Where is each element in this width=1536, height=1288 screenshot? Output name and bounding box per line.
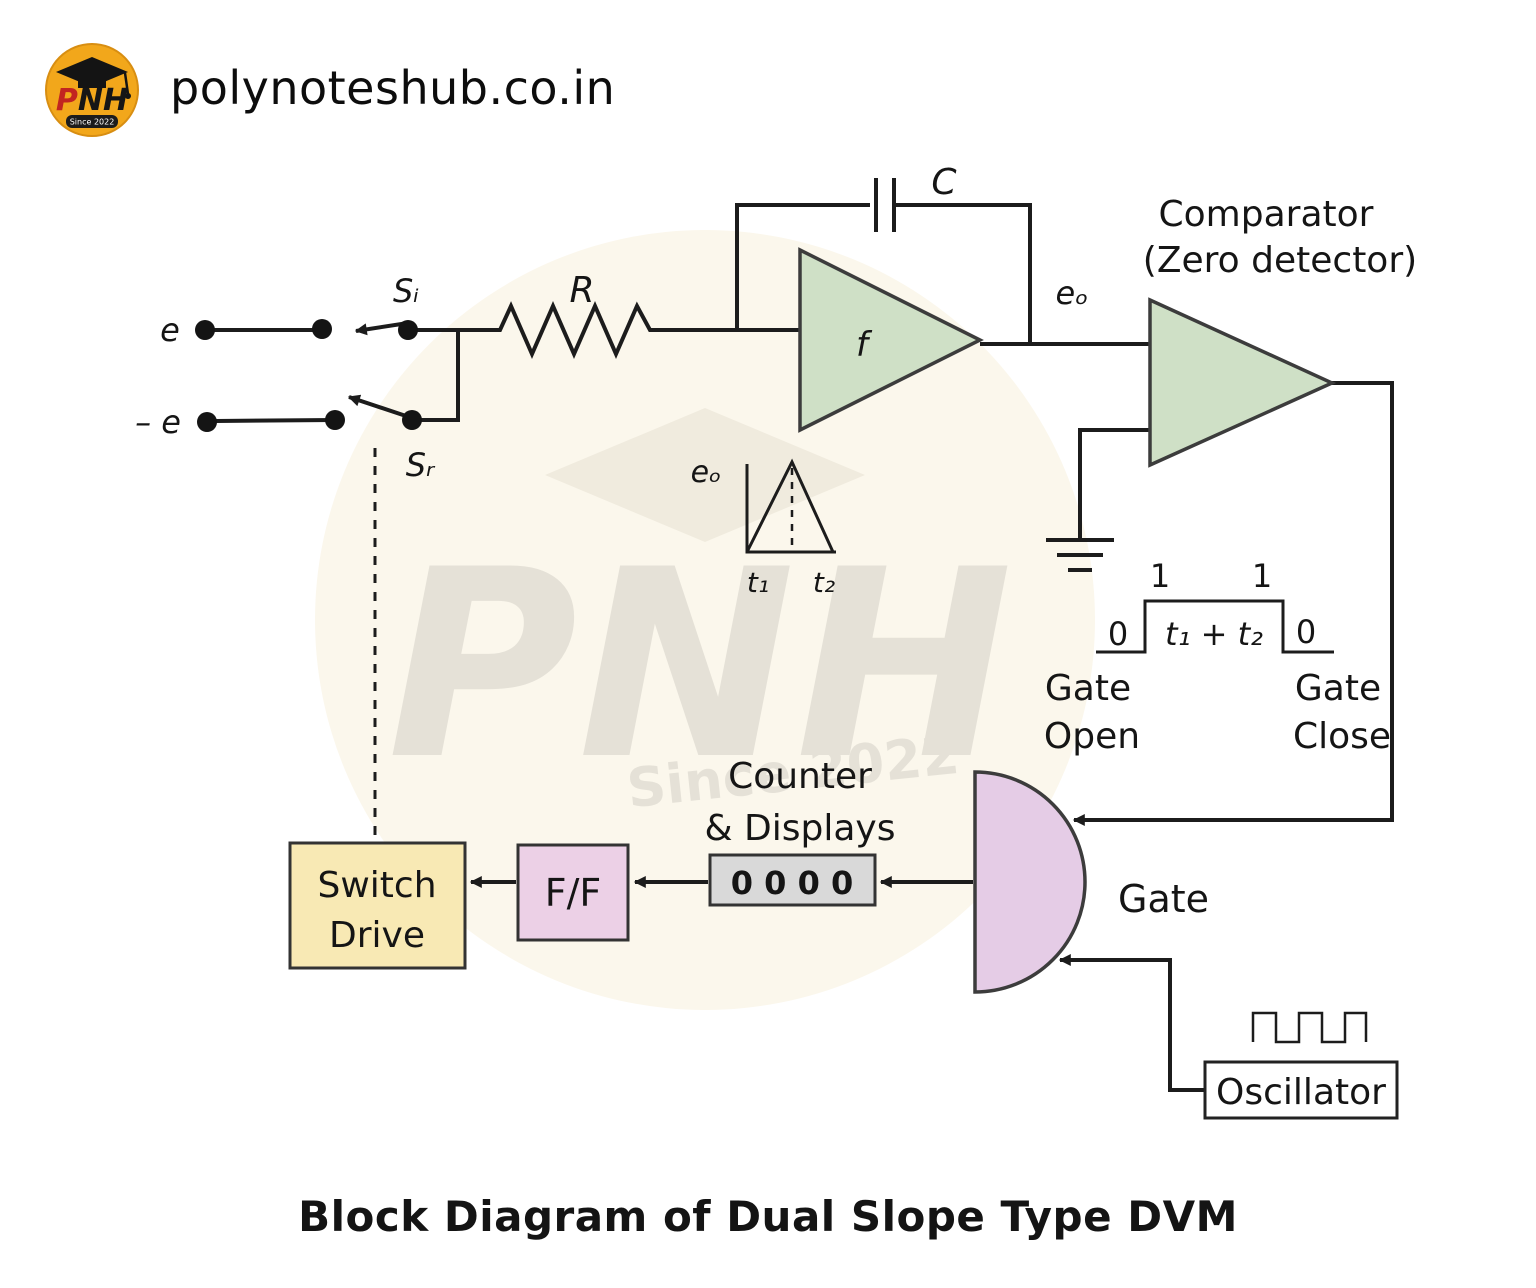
label-oscillator: Oscillator: [1216, 1072, 1386, 1113]
comparator-triangle: [1148, 297, 1337, 468]
switch-drive-box: [288, 841, 467, 970]
label-gate: Gate: [1118, 877, 1209, 921]
wire-sr-junction: [412, 330, 460, 422]
dot-e-mid: [312, 319, 332, 339]
dot-neg-e-terminal: [197, 412, 217, 432]
wire-input-neg-e: [215, 418, 336, 423]
label-one-right: 1: [1252, 557, 1272, 595]
terminal-dots: [195, 319, 422, 432]
label-comparator: Comparator: [1159, 194, 1374, 235]
switch-sr-blade: [347, 394, 413, 420]
logo-letter-p: P: [56, 83, 78, 118]
diagram-caption: Block Diagram of Dual Slope Type DVM: [298, 1192, 1238, 1241]
wire-comparator-to-gate: [1072, 381, 1394, 826]
cap-tassel: [123, 72, 130, 95]
label-switch-drive-1: Switch: [317, 865, 436, 906]
switch-si-blade: [354, 321, 409, 336]
label-switch-drive-2: Drive: [329, 915, 425, 956]
gate-pulse-waveform: [1096, 599, 1334, 654]
label-gate-close-1: Gate: [1295, 668, 1381, 709]
dot-sr-contact: [402, 410, 422, 430]
dot-neg-e-mid: [325, 410, 345, 430]
logo-banner: [66, 115, 118, 128]
logo-letters-nh: NH: [78, 83, 128, 118]
flipflop-box: [516, 843, 630, 942]
ramp-graph: [745, 458, 836, 554]
label-counter: Counter: [728, 756, 872, 797]
graduation-cap-base: [78, 78, 106, 88]
label-displays: & Displays: [705, 808, 896, 849]
label-input-e: e: [160, 311, 180, 349]
label-eo-output: eₒ: [1056, 274, 1089, 312]
watermark-text: PNH: [387, 515, 1013, 817]
graduation-cap-icon: [56, 57, 128, 87]
pnh-logo: PNH Since 2022: [45, 43, 139, 137]
label-one-left: 1: [1150, 557, 1170, 595]
label-gate-open-1: Gate: [1045, 668, 1131, 709]
label-capacitor: C: [931, 162, 957, 203]
wires: [214, 178, 1394, 1092]
label-switch-sr: Sᵣ: [406, 446, 436, 484]
label-gate-open-2: Open: [1044, 716, 1140, 757]
label-zero-detector: (Zero detector): [1143, 240, 1417, 281]
label-resistor: R: [569, 270, 594, 311]
counter-readout: 0 0 0 0: [731, 864, 853, 902]
dot-si-contact: [398, 320, 418, 340]
label-zero-right: 0: [1296, 613, 1316, 651]
label-eo-graph: eₒ: [691, 455, 722, 490]
label-t1-plus-t2: t₁ + t₂: [1165, 615, 1263, 653]
label-input-neg-e: – e: [135, 403, 181, 441]
watermark: PNH Since 2022: [315, 230, 1095, 1010]
wire-feedback-right: [894, 203, 1032, 344]
wire-comparator-ground: [1078, 428, 1150, 538]
wire-feedback-left: [735, 203, 870, 330]
label-switch-si: Sᵢ: [393, 272, 419, 310]
wire-oscillator-to-gate: [1058, 954, 1205, 1092]
site-name: polynoteshub.co.in: [170, 61, 616, 115]
cap-tassel-end: [125, 93, 131, 99]
gate-shape: [973, 770, 1087, 994]
label-gate-close-2: Close: [1293, 716, 1391, 757]
label-zero-left: 0: [1108, 615, 1128, 653]
label-flipflop: F/F: [545, 871, 602, 915]
resistor-symbol: [490, 301, 658, 359]
dot-e-terminal: [195, 320, 215, 340]
logo-text: PNH: [56, 83, 128, 118]
oscillator-box: [1203, 1060, 1399, 1120]
label-t2: t₂: [813, 566, 835, 599]
watermark-circle: [315, 230, 1095, 1010]
site-header: PNH Since 2022 polynoteshub.co.in: [40, 36, 615, 140]
ramp-curve: [745, 458, 835, 553]
logo-tagline: Since 2022: [70, 118, 115, 127]
integrator-triangle: [798, 247, 984, 433]
counter-display-box: [708, 853, 877, 907]
watermark-cap-icon: [545, 408, 865, 542]
label-t1: t₁: [747, 566, 769, 599]
oscillator-square-wave-icon: [1251, 1011, 1368, 1044]
